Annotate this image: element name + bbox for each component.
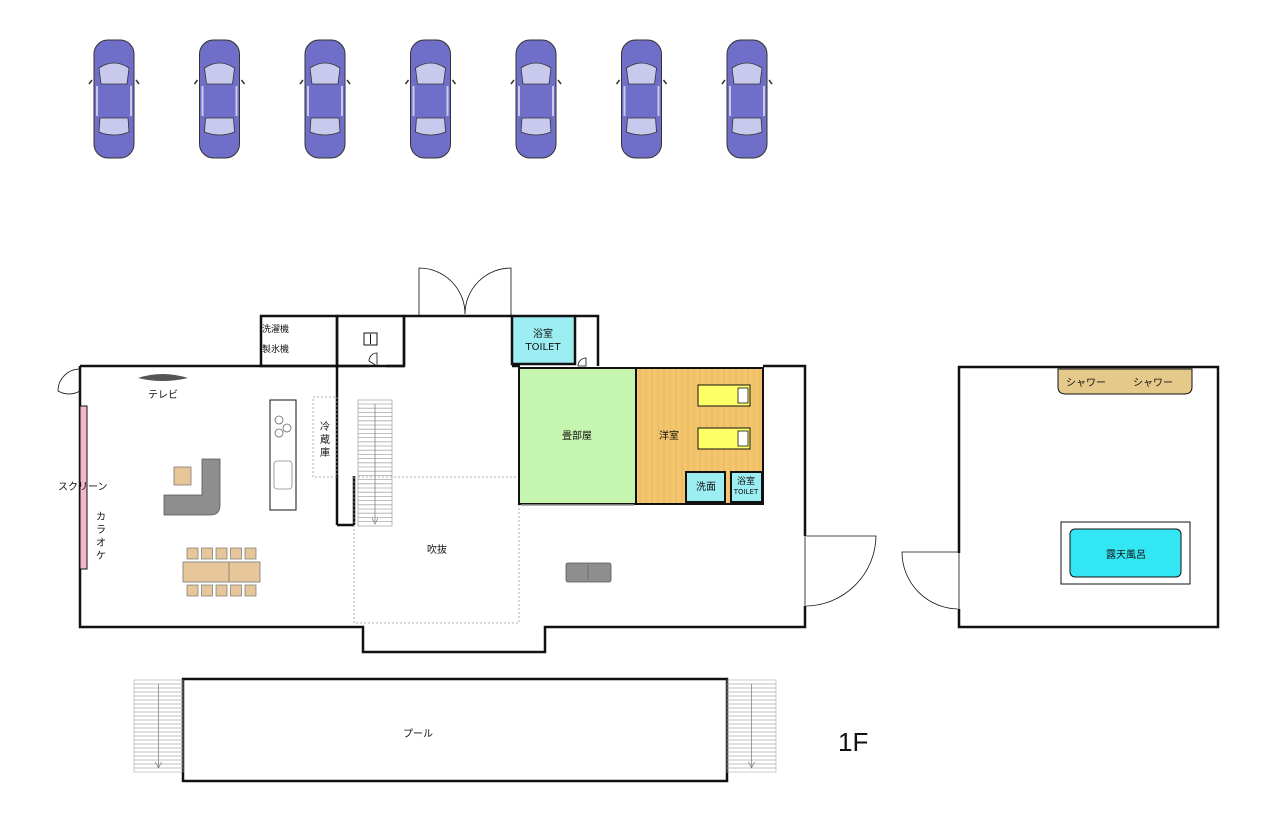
parked-car [193,39,246,159]
karaoke-label: カラオケ [96,511,106,562]
bath-small-label: 浴室 [737,475,755,487]
sofa [565,562,612,583]
pool-label: プール [403,728,433,740]
outdoor-bath-label: 露天風呂 [1106,549,1146,561]
stove-burner-icon [274,428,284,438]
parked-car [721,39,773,159]
closet-door [577,357,587,367]
main-house-outer-wall [78,364,807,654]
laundry-closet [259,314,339,368]
dining-table [182,561,261,583]
side-table [173,466,192,486]
parked-car [615,39,668,159]
bath-upper-label: 浴室 [533,327,553,340]
pool [181,677,729,783]
pillow [737,387,749,404]
ice-machine-label: 製氷機 [262,343,289,355]
fridge-label: 冷蔵庫 [320,420,330,459]
dining-chairs [186,547,257,597]
floor-level-label: 1F [838,727,868,757]
bath-toilet-small [730,471,763,503]
pool-steps-right [726,679,777,773]
atrium-void [353,476,520,624]
staircase [357,399,393,527]
atrium-label: 吹抜 [427,543,447,556]
kitchen-counter [269,399,297,511]
pillow [737,430,749,447]
screen-label: スクリーン [58,481,108,493]
western-room-label: 洋室 [659,429,679,442]
closet-wall [575,314,600,366]
entrance-door-left [418,267,466,316]
parked-car [88,39,140,159]
stove-burner-icon [274,415,284,425]
bed [697,427,751,450]
tv [138,374,188,381]
side-door [804,535,877,607]
main-house: 洗濯機 製氷機 浴室 TOILET 吹抜 畳部屋 [57,267,877,654]
washroom-label: 洗面 [696,481,716,493]
tatami-room-label: 畳部屋 [562,429,592,442]
bed [697,384,751,407]
pool-steps-left [133,679,184,773]
outdoor-bath [1069,528,1182,578]
parked-car [510,39,562,159]
stove-burner-icon [282,423,292,433]
restroom-door [368,352,378,367]
parked-car [404,39,457,159]
kitchen-sink [273,460,293,490]
entrance-door-right [464,267,512,316]
bath-upper-sublabel: TOILET [525,342,562,353]
parking-area [88,39,773,159]
pool-area: プール [133,677,777,783]
tv-label: テレビ [148,389,178,401]
bath-small-sublabel: TOILET [733,488,759,496]
washroom [685,471,726,503]
shower-counter [1057,368,1193,395]
laundry-label: 洗濯機 [262,323,289,335]
outdoor-bath-building: シャワー シャワー 露天風呂 [901,365,1220,629]
bath-building-door [901,551,960,610]
bath-toilet-upper [510,314,577,366]
l-shaped-sofa [163,458,221,516]
shower-1-label: シャワー [1066,378,1106,389]
parked-car [299,39,351,159]
fridge [312,396,338,478]
tatami-room [518,367,637,505]
karaoke-screen [79,405,88,570]
shower-2-label: シャワー [1133,378,1173,389]
left-door [57,368,81,395]
bath-building-wall [957,365,1220,629]
